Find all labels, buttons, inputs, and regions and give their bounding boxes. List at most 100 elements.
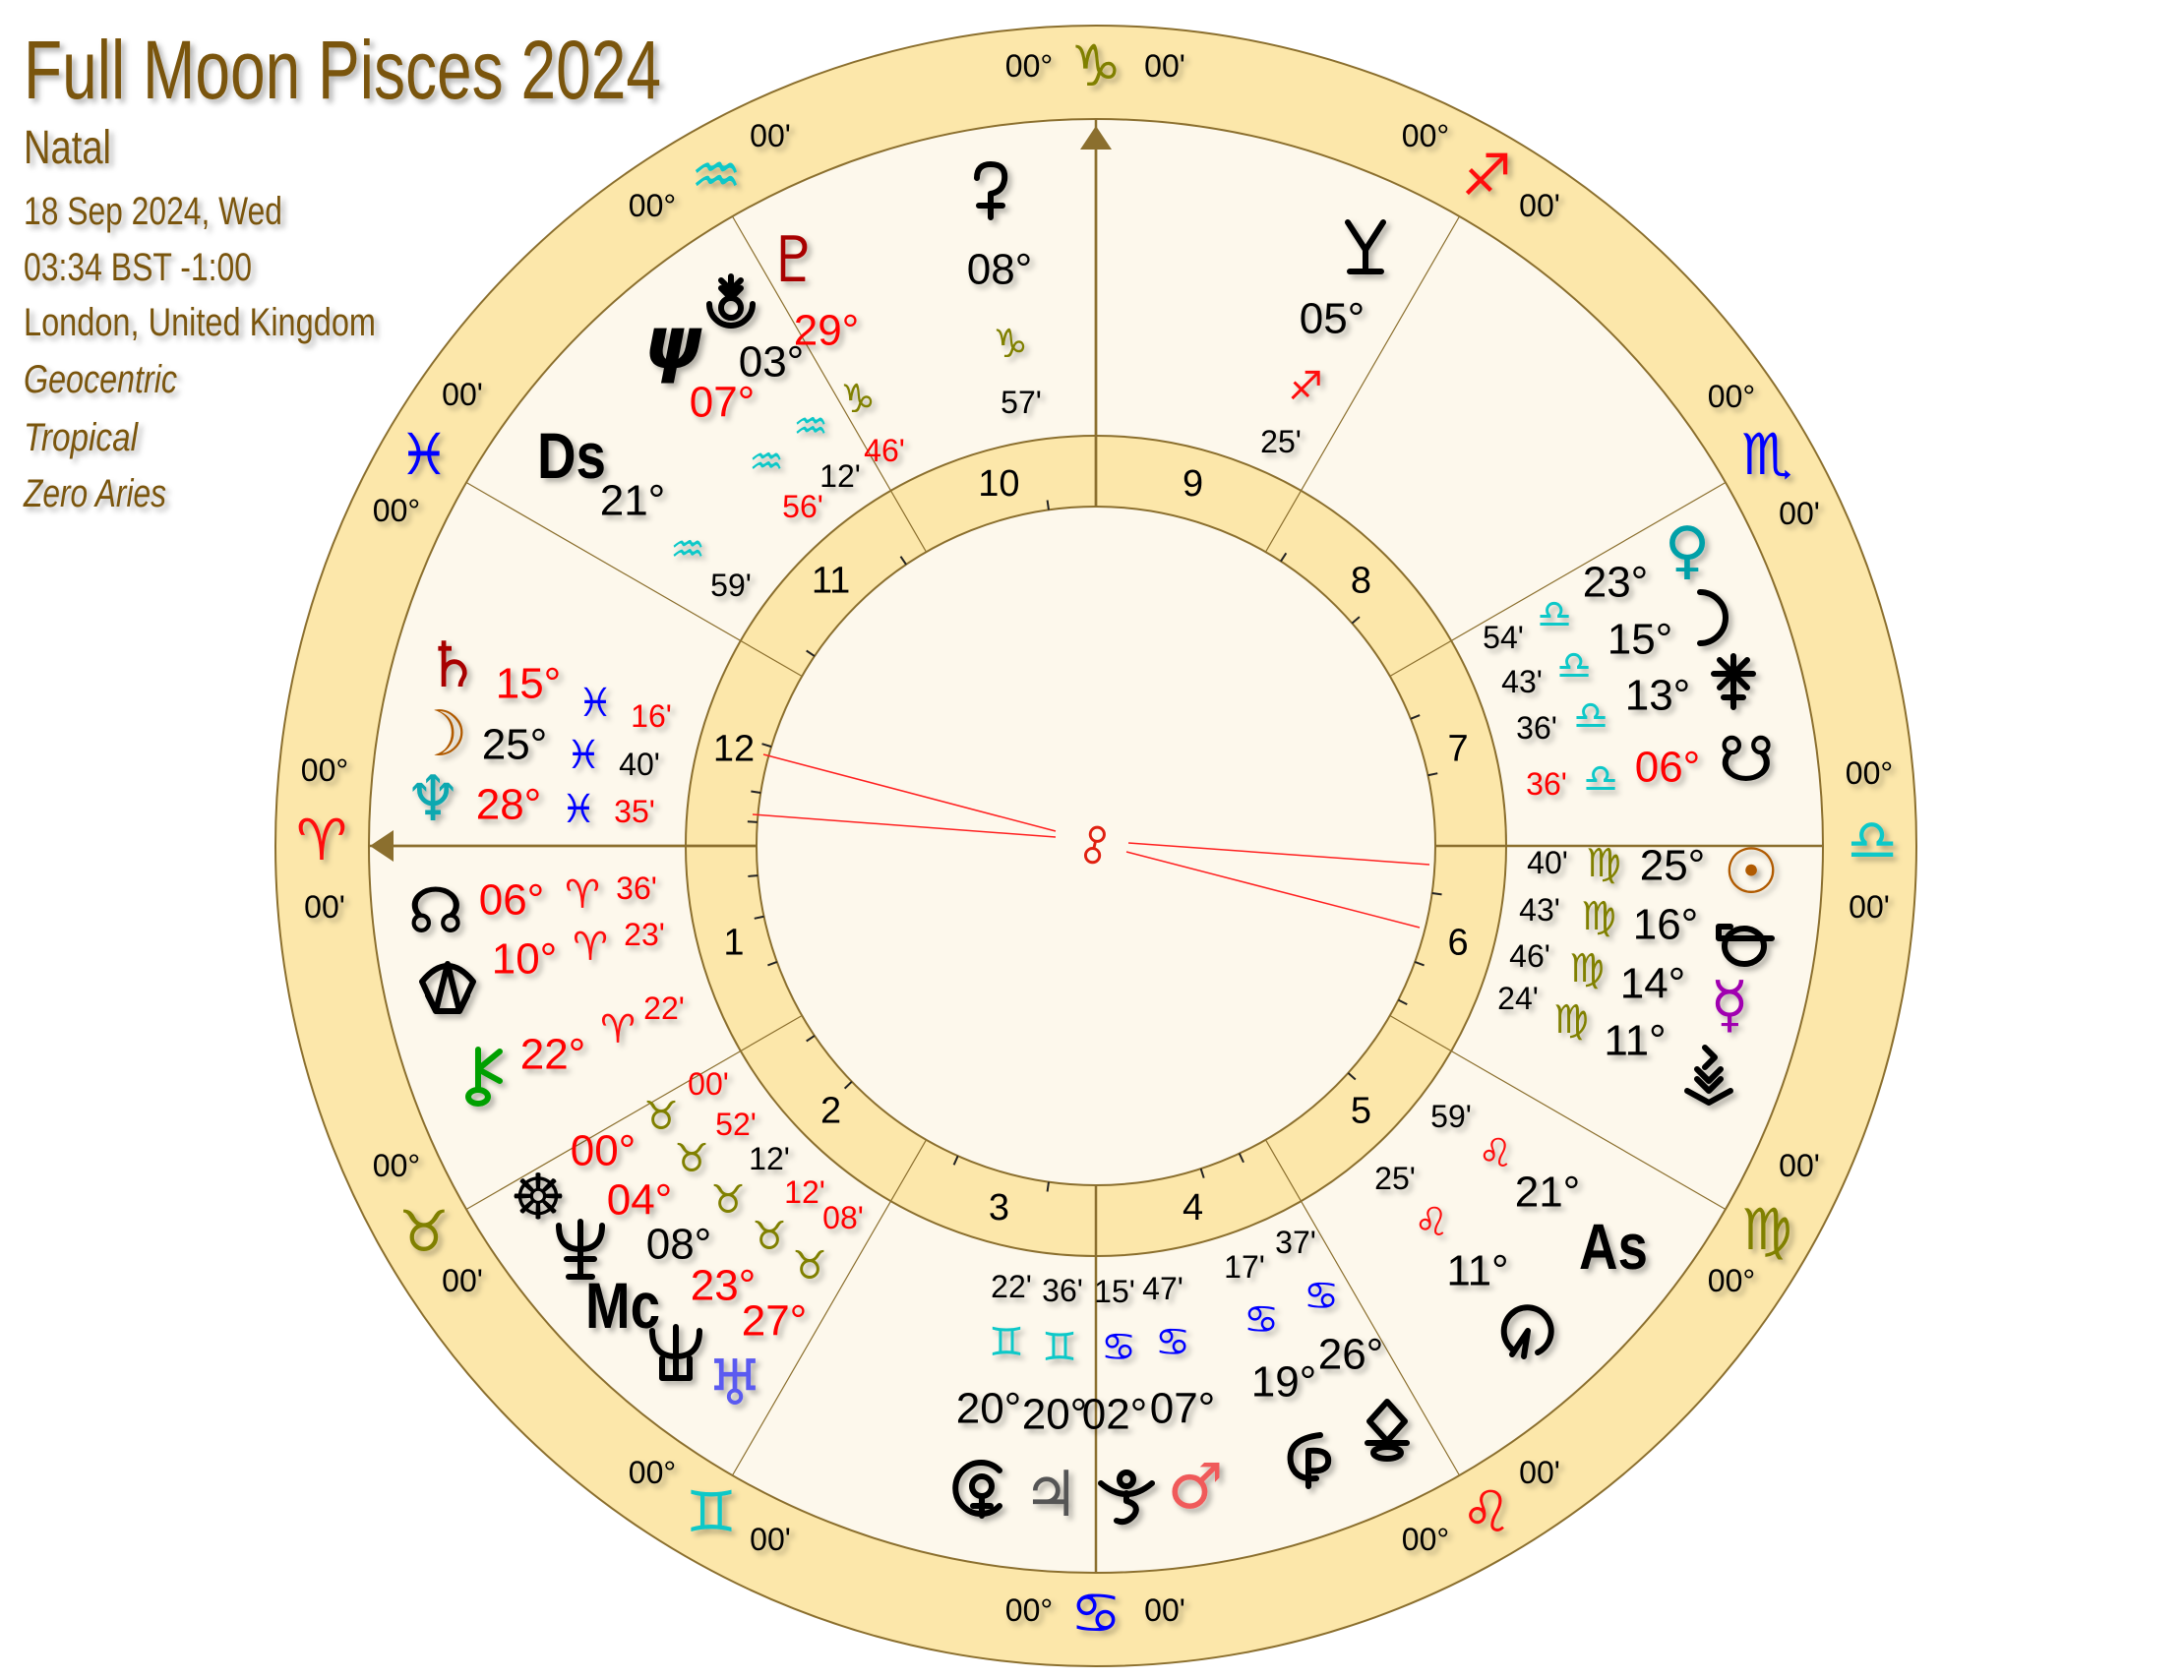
- placement-degree: 22°: [520, 1031, 586, 1079]
- placement-diamond-base[interactable]: 26°♋37': [1275, 1225, 1410, 1462]
- placement-uranus[interactable]: ♅27°♉08': [706, 1200, 864, 1420]
- placements: ♄15°♓16'☽25°♓40'♆28°♓35'☊06°♈36'10°♈23'2…: [404, 161, 1780, 1531]
- placement-arc-circle-cross[interactable]: 20°♊22': [952, 1269, 1032, 1519]
- libra-icon: ♎: [1537, 592, 1572, 637]
- placement-half-moon[interactable]: 15°♎43': [1501, 589, 1729, 699]
- venus-icon: ♀: [1665, 514, 1711, 587]
- capricorn-icon: ♑: [1070, 32, 1122, 99]
- ceres-icon: [974, 161, 1008, 220]
- placement-degree: 21°: [1515, 1169, 1581, 1217]
- placement-moon[interactable]: ☽25°♓40': [411, 698, 660, 782]
- placement-juno[interactable]: 13°♎36': [1516, 653, 1756, 746]
- placement-minute: 40': [619, 747, 660, 782]
- position-tick: [806, 1035, 816, 1043]
- placement-chiron[interactable]: 22°♈22': [465, 990, 685, 1107]
- placement-degree: 16°: [1633, 901, 1699, 949]
- placement-minute: 12': [784, 1174, 825, 1210]
- sagittarius-icon: ♐: [1461, 142, 1512, 209]
- placement-venus[interactable]: ♀23°♎54': [1483, 514, 1710, 655]
- aries-icon: ♈: [296, 807, 347, 873]
- placement-neptune[interactable]: ♆28°♓35': [404, 763, 655, 836]
- placement-crescent-staff[interactable]: 04°♉52': [556, 1107, 757, 1280]
- placement-north-node[interactable]: ☊06°♈36': [408, 870, 657, 948]
- position-tick: [1280, 552, 1288, 563]
- placement-mercury[interactable]: ☿14°♍46': [1509, 938, 1748, 1042]
- leo-icon: ♌: [1414, 1200, 1449, 1245]
- placement-minute: 56': [782, 489, 823, 524]
- position-tick: [1046, 500, 1050, 510]
- placement-minute: 22': [991, 1269, 1032, 1304]
- sign-cusp-degree: 00°: [1708, 1263, 1755, 1298]
- house-cusp-line: [1389, 481, 1727, 678]
- placement-shell[interactable]: 10°♈23': [419, 917, 665, 1014]
- shell-icon: [419, 961, 476, 1014]
- house-cusp-line: [1389, 1014, 1727, 1211]
- scorpio-icon: ♏: [1741, 421, 1792, 488]
- placement-jupiter[interactable]: ♃20°♊36': [1022, 1273, 1088, 1531]
- position-tick: [1427, 772, 1438, 777]
- sign-cusp-degree: 00°: [1402, 1522, 1449, 1557]
- pisces-icon: ♓: [577, 681, 613, 726]
- zodiac-sign-libra: ♎00°00': [1846, 755, 1898, 925]
- mc-arrow-icon: [1080, 126, 1112, 150]
- mercury-icon: ☿: [1710, 969, 1748, 1042]
- house-cusp-line: [1264, 215, 1461, 553]
- placement-degree: 13°: [1625, 672, 1691, 720]
- placement-pluto[interactable]: ♇29°♑46': [765, 224, 905, 468]
- position-tick: [751, 790, 761, 795]
- zodiac-sign-aquarius: ♒00°00': [629, 118, 791, 223]
- placement-phi-hook[interactable]: 16°♍43': [1519, 892, 1775, 967]
- house-number-9: 9: [1183, 463, 1203, 505]
- sign-cusp-degree: 00°: [629, 188, 676, 223]
- placement-minute: 54': [1483, 620, 1524, 655]
- placement-y-base[interactable]: 05°♐25': [1260, 219, 1386, 459]
- placement-mars[interactable]: ♂07°♋47': [1142, 1271, 1224, 1524]
- placement-minute: 57': [1001, 385, 1042, 420]
- placement-c-p[interactable]: 19°♋17': [1224, 1249, 1332, 1489]
- placement-minute: 36': [616, 870, 657, 906]
- aquarius-icon: ♒: [749, 440, 784, 485]
- placement-wheel[interactable]: ☸00°♉00': [510, 1066, 729, 1234]
- placement-circle-wedge[interactable]: 11°♌25': [1374, 1161, 1554, 1359]
- placement-crescent-cup[interactable]: 23° ♉ 12': [649, 1174, 825, 1381]
- sign-cusp-minute: 00': [750, 1522, 791, 1557]
- placement-figure[interactable]: 02°♋15': [1082, 1274, 1155, 1526]
- placement-degree: 20°: [1022, 1391, 1088, 1439]
- placement-saturn[interactable]: ♄15°♓16': [424, 630, 672, 734]
- placement-ceres[interactable]: 08°♑57': [967, 161, 1042, 420]
- aries-icon: ♈: [573, 925, 608, 970]
- chart-location: London, United Kingdom: [24, 301, 376, 344]
- sun-icon: ☉: [1723, 836, 1779, 909]
- taurus-icon: ♉: [398, 1198, 450, 1265]
- placement-degree: 25°: [1640, 842, 1706, 890]
- north-node-icon: ☊: [408, 875, 464, 948]
- position-tick: [761, 743, 772, 749]
- aspect-line: [762, 753, 1057, 832]
- libra-icon: ♎: [1573, 693, 1608, 739]
- gemini-icon: ♊: [989, 1320, 1024, 1365]
- placement-degree: 29°: [794, 307, 860, 355]
- placement-degree: 23°: [691, 1262, 757, 1310]
- house-number-11: 11: [812, 561, 850, 602]
- placement-chevrons[interactable]: 11°♍24': [1497, 981, 1733, 1106]
- placement-psi[interactable]: ψ07°♒56': [644, 301, 823, 524]
- placement-south-node[interactable]: ☋06°♎36': [1526, 724, 1774, 802]
- chart-header: Full Moon Pisces 2024 Natal 18 Sep 2024,…: [23, 24, 661, 515]
- placement-minute: 59': [1430, 1099, 1472, 1134]
- zodiac-sign-virgo: ♍00°00': [1708, 1148, 1820, 1298]
- capricorn-icon: ♑: [840, 377, 876, 422]
- position-tick: [1351, 616, 1361, 625]
- virgo-icon: ♍: [1741, 1196, 1792, 1263]
- position-tick: [806, 649, 816, 657]
- taurus-icon: ♉: [710, 1177, 746, 1223]
- chart-zodiac: Tropical: [24, 416, 139, 459]
- virgo-icon: ♍: [1569, 946, 1605, 991]
- placement-sun[interactable]: ☉25°♍40': [1527, 836, 1780, 909]
- cancer-icon: ♋: [1155, 1320, 1190, 1365]
- position-tick: [1410, 714, 1421, 720]
- placement-orb-arrows[interactable]: 03°♒12': [706, 273, 861, 494]
- sign-cusp-minute: 00': [750, 118, 791, 153]
